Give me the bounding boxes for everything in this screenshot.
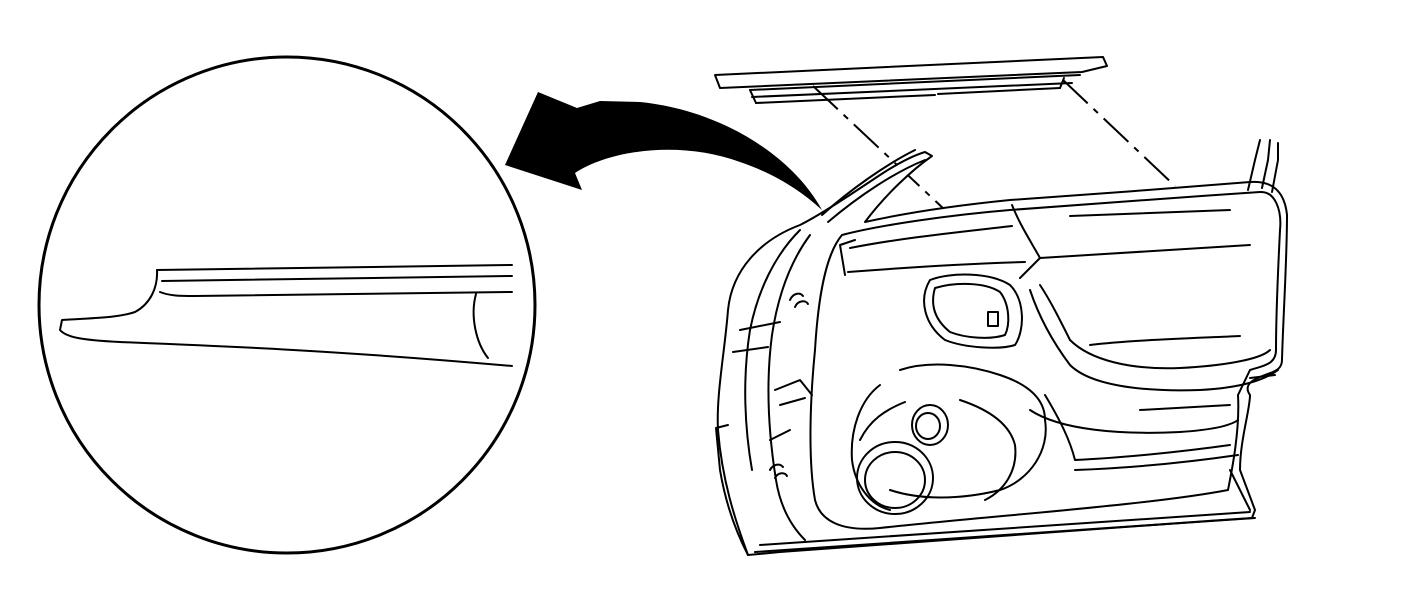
lock-button: [987, 311, 999, 327]
window-crank-boss: [911, 404, 949, 446]
upper-trim-strip: [714, 56, 1108, 104]
speaker-grille: [856, 441, 934, 515]
door-assembly: [715, 139, 1288, 556]
speaker-inner-ring: [864, 451, 926, 509]
detail-arrow-icon: [505, 92, 822, 210]
door-handle-bezel: [923, 273, 1023, 349]
alignment-lines: [812, 79, 1176, 211]
detail-trim-section: [59, 264, 513, 367]
detail-circle: [37, 55, 537, 555]
door-trim-panel: [809, 190, 1282, 530]
detail-view: [37, 55, 537, 555]
